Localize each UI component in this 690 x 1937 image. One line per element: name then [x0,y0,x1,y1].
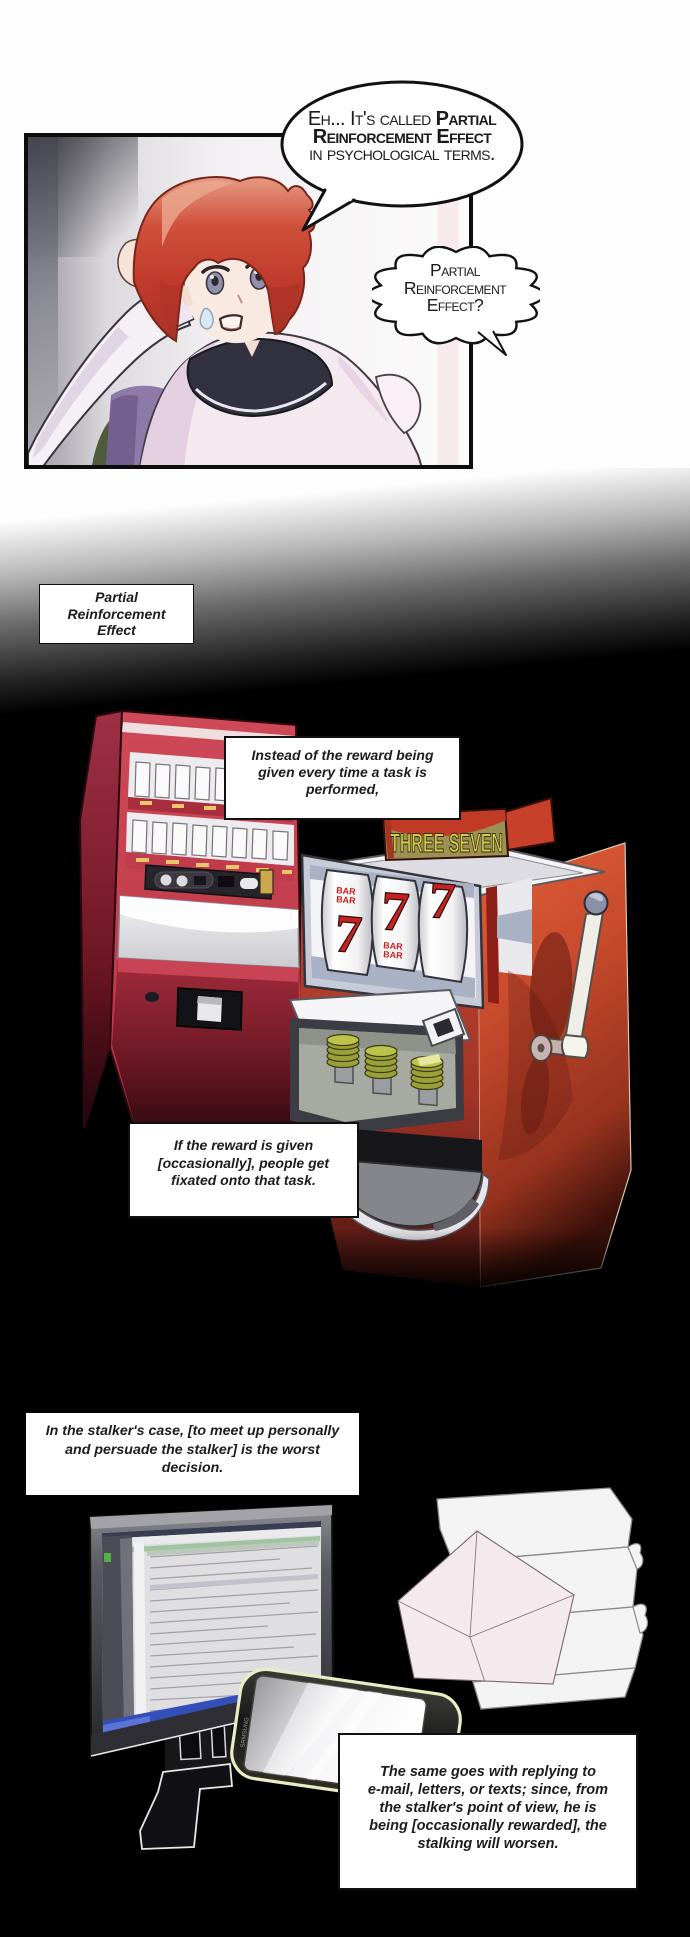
svg-text:BAR: BAR [336,894,357,906]
svg-text:BAR: BAR [336,885,357,897]
svg-text:THREE SEVEN: THREE SEVEN [390,828,503,858]
svg-text:7: 7 [427,872,457,931]
svg-text:BAR: BAR [383,949,404,960]
svg-text:7: 7 [379,880,411,944]
svg-text:7: 7 [332,903,364,965]
svg-text:BAR: BAR [383,940,404,951]
svg-text:SRMSUNG: SRMSUNG [240,1717,250,1749]
